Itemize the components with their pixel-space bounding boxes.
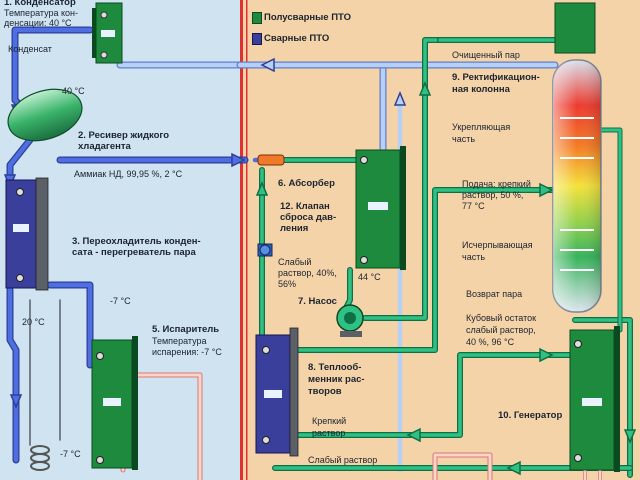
evaporator-exchanger bbox=[91, 336, 138, 470]
arrow-ammonia bbox=[231, 152, 246, 168]
arrow-gen-down bbox=[623, 429, 637, 444]
condenser-sub2: денсации: 40 °C bbox=[4, 18, 72, 28]
hx-title-2: менник рас- bbox=[308, 374, 365, 385]
hx-title-3: творов bbox=[308, 386, 342, 397]
pump bbox=[336, 304, 364, 337]
panel-divider bbox=[240, 0, 243, 480]
pressure-relief-valve bbox=[257, 243, 273, 257]
legend-welded-swatch bbox=[252, 33, 262, 45]
evaporator-sub2: испарения: -7 °C bbox=[152, 347, 222, 357]
subcooler-exchanger bbox=[5, 177, 49, 291]
temp-20: 20 °C bbox=[22, 317, 45, 327]
return-vapor-label: Возврат пара bbox=[466, 289, 523, 299]
arrow-weak-up bbox=[255, 181, 269, 196]
valve-title-3: ления bbox=[280, 223, 309, 234]
arrow-weak-bottom bbox=[506, 460, 521, 476]
column-top-condenser bbox=[554, 2, 596, 54]
arrow-pump-up bbox=[418, 81, 432, 96]
feed-2: раствор, 50 %, bbox=[462, 190, 524, 200]
subcooler-title-1: 3. Переохладитель конден- bbox=[72, 236, 201, 247]
receiver-title-1: 2. Ресивер жидкого bbox=[78, 130, 170, 141]
feed-pipe bbox=[288, 188, 557, 352]
strong-sol-1: Крепкий bbox=[312, 416, 347, 426]
ammonia-label: Аммиак НД, 99,95 %, 2 °C bbox=[74, 169, 183, 179]
temp-minus7-a: -7 °C bbox=[110, 296, 131, 306]
pump-up-pipe bbox=[363, 38, 442, 320]
strip-part-2: часть bbox=[462, 252, 486, 262]
rect-part-2: часть bbox=[452, 134, 476, 144]
pump-title: 7. Насос bbox=[298, 296, 337, 307]
solution-heat-exchanger bbox=[255, 327, 299, 457]
legend-welded-label: Сварные ПТО bbox=[264, 33, 330, 44]
arrow-feed bbox=[539, 182, 554, 198]
valve-title-1: 12. Клапан bbox=[280, 201, 330, 212]
weak-sol-3: 56% bbox=[278, 279, 297, 289]
temp-44: 44 °C bbox=[358, 272, 381, 282]
hot-pipe-right bbox=[433, 453, 492, 480]
bottoms-3: 40 %, 96 °C bbox=[466, 337, 515, 347]
arrow-light-up bbox=[393, 91, 407, 106]
strip-part-1: Исчерпывающая bbox=[462, 240, 533, 250]
gen-bottom-pipe bbox=[573, 318, 632, 477]
absorber-title: 6. Абсорбер bbox=[278, 178, 335, 189]
weak-sol-2: раствор, 40%, bbox=[278, 268, 337, 278]
absorber-inlet-device bbox=[257, 154, 285, 166]
weak-sol-1: Слабый bbox=[278, 257, 312, 267]
arrow-gen-in bbox=[539, 347, 554, 363]
feed-3: 77 °C bbox=[462, 201, 485, 211]
absorber-exchanger bbox=[355, 146, 406, 270]
weak-sol-bottom: Слабый раствор bbox=[308, 455, 378, 465]
strong-solution-pipe bbox=[288, 353, 577, 437]
receiver-tank bbox=[7, 88, 83, 142]
rect-part-1: Укрепляющая bbox=[452, 122, 511, 132]
expansion-coil bbox=[30, 445, 50, 471]
temp-40: 40 °C bbox=[62, 86, 85, 96]
arrow-strong bbox=[406, 427, 421, 443]
bottoms-2: слабый раствор, bbox=[466, 325, 536, 335]
temp-minus7-b: -7 °C bbox=[60, 449, 81, 459]
legend-semi-welded-label: Полусварные ПТО bbox=[264, 12, 351, 23]
arrow-down-left bbox=[9, 394, 23, 409]
subcooler-title-2: сата - перегреватель пара bbox=[72, 247, 196, 258]
condenser-sub1: Температура кон- bbox=[4, 8, 79, 18]
hx-title-1: 8. Теплооб- bbox=[308, 362, 362, 373]
legend-semi-welded-swatch bbox=[252, 12, 262, 24]
receiver-title-2: хладагента bbox=[78, 141, 131, 152]
condensate-label: Конденсат bbox=[8, 44, 52, 54]
strong-sol-2: раствор bbox=[312, 428, 346, 438]
column-title-1: 9. Ректификацион- bbox=[452, 72, 540, 83]
generator-exchanger bbox=[569, 326, 620, 472]
clean-vapor-label: Очищенный пар bbox=[452, 50, 520, 60]
condenser-title: 1. Конденсатор bbox=[4, 0, 76, 8]
bottoms-1: Кубовый остаток bbox=[466, 313, 537, 323]
feed-1: Подача: крепкий bbox=[462, 179, 531, 189]
arrow-vapor bbox=[260, 57, 275, 73]
evaporator-title: 5. Испаритель bbox=[152, 324, 220, 335]
condenser-exchanger bbox=[92, 2, 123, 64]
panel-divider-inner bbox=[246, 0, 248, 480]
column-title-2: ная колонна bbox=[452, 84, 510, 95]
sub-evap-pipe bbox=[47, 282, 93, 368]
rectification-column bbox=[552, 2, 602, 313]
column-side-pipe bbox=[598, 128, 622, 332]
generator-title: 10. Генератор bbox=[498, 410, 563, 421]
valve-title-2: сброса дав- bbox=[280, 212, 337, 223]
evaporator-sub1: Температура bbox=[152, 336, 207, 346]
